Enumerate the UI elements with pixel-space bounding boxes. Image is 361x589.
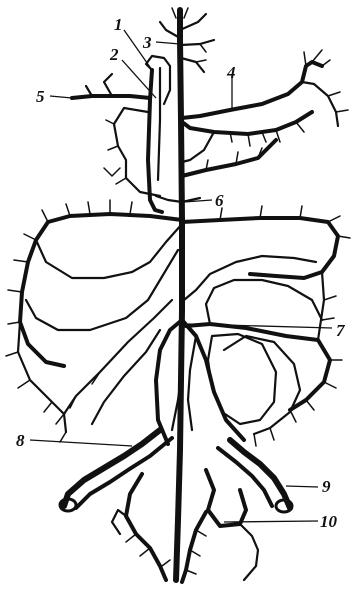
label-4: 4 bbox=[226, 63, 236, 82]
central-trunk bbox=[176, 10, 182, 580]
leader-3 bbox=[156, 42, 180, 44]
vessel-10 bbox=[206, 470, 246, 526]
upper-left-loop bbox=[20, 214, 182, 366]
right-lower-loop bbox=[224, 336, 300, 434]
upper-left-inner bbox=[36, 224, 182, 278]
label-6: 6 bbox=[215, 191, 224, 210]
leader-5 bbox=[50, 96, 72, 98]
leader-9 bbox=[286, 486, 318, 487]
label-7: 7 bbox=[336, 321, 346, 340]
right-mid-inner bbox=[206, 280, 322, 324]
vessel-9 bbox=[230, 440, 290, 508]
middle-arch bbox=[182, 140, 276, 176]
upper-right-loop bbox=[182, 218, 338, 278]
label-9: 9 bbox=[322, 477, 331, 496]
leader-8 bbox=[30, 440, 132, 446]
label-1: 1 bbox=[114, 15, 123, 34]
tail-right bbox=[182, 512, 206, 582]
tail-left bbox=[126, 474, 166, 580]
label-10: 10 bbox=[320, 512, 338, 531]
label-5: 5 bbox=[36, 87, 45, 106]
label-2: 2 bbox=[109, 45, 119, 64]
leader-10 bbox=[224, 521, 318, 522]
label-8: 8 bbox=[16, 431, 25, 450]
label-3: 3 bbox=[142, 33, 152, 52]
central-oval bbox=[208, 334, 276, 424]
left-side-loop bbox=[114, 108, 160, 196]
vessel-8 bbox=[64, 430, 160, 506]
left-parallel-inner bbox=[158, 68, 160, 180]
